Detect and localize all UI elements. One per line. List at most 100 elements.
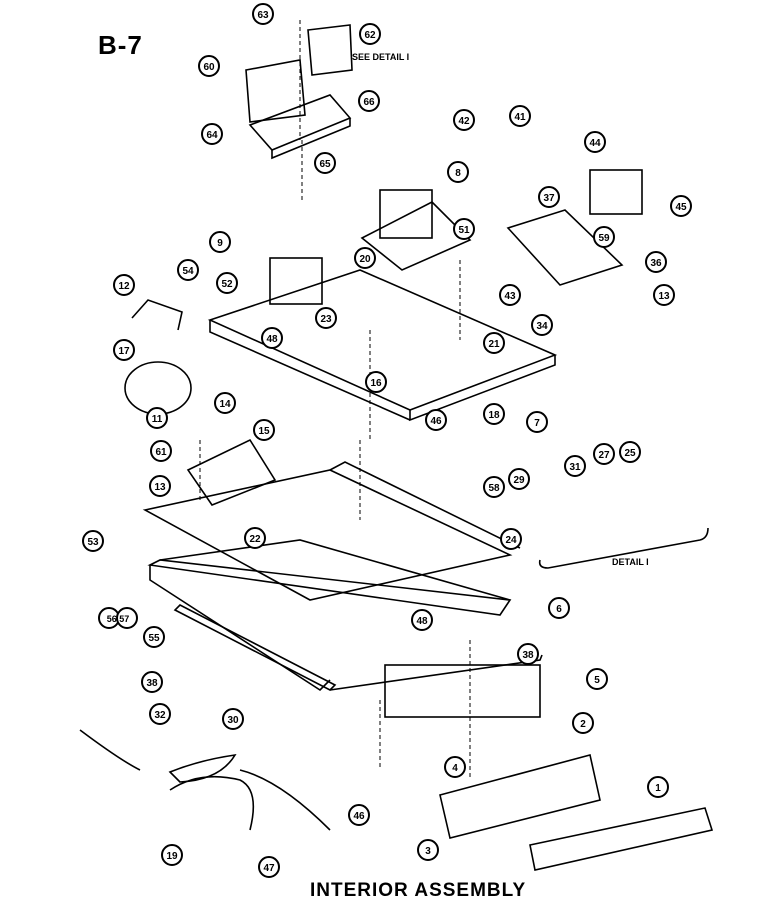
callout-circle bbox=[161, 844, 183, 866]
callout-c18: 18 bbox=[483, 403, 505, 425]
callout-number: 31 bbox=[569, 462, 581, 473]
callout-circle bbox=[572, 712, 594, 734]
callout-c20: 20 bbox=[354, 247, 376, 269]
callout-circle bbox=[508, 468, 530, 490]
callout-number: 25 bbox=[624, 448, 636, 459]
callout-c48a: 48 bbox=[261, 327, 283, 349]
callout-circle bbox=[538, 186, 560, 208]
callout-circle bbox=[258, 856, 280, 878]
callout-c6: 6 bbox=[548, 597, 570, 619]
callout-number: 44 bbox=[589, 138, 601, 149]
page-code: B-7 bbox=[98, 30, 143, 60]
callout-circle bbox=[149, 475, 171, 497]
callout-number: 14 bbox=[219, 399, 231, 410]
callout-c1: 1 bbox=[647, 776, 669, 798]
callout-c55: 55 bbox=[143, 626, 165, 648]
callout-c27: 27 bbox=[593, 443, 615, 465]
callout-c37: 37 bbox=[538, 186, 560, 208]
callout-c54: 54 bbox=[177, 259, 199, 281]
callout-circle bbox=[201, 123, 223, 145]
callout-c7: 7 bbox=[526, 411, 548, 433]
callout-c46b: 46 bbox=[348, 804, 370, 826]
callout-number: 6 bbox=[556, 604, 562, 615]
callout-circle bbox=[359, 23, 381, 45]
callout-circle bbox=[216, 272, 238, 294]
callout-circle bbox=[509, 105, 531, 127]
callout-circle bbox=[586, 668, 608, 690]
callout-circle bbox=[483, 332, 505, 354]
callout-circle bbox=[548, 597, 570, 619]
callout-c60: 60 bbox=[198, 55, 220, 77]
callout-c62: 62 bbox=[359, 23, 381, 45]
callout-c43: 43 bbox=[499, 284, 521, 306]
callout-c38b: 38 bbox=[141, 671, 163, 693]
callout-number: 8 bbox=[455, 168, 461, 179]
callout-number: 46 bbox=[353, 811, 365, 822]
callout-circle bbox=[150, 440, 172, 462]
callout-c31: 31 bbox=[564, 455, 586, 477]
callout-number: 13 bbox=[154, 482, 166, 493]
callout-circle bbox=[149, 703, 171, 725]
callout-circle bbox=[113, 274, 135, 296]
callout-c19: 19 bbox=[161, 844, 183, 866]
callout-c8a: 8 bbox=[447, 161, 469, 183]
callout-c48b: 48 bbox=[411, 609, 433, 631]
callout-c25: 25 bbox=[619, 441, 641, 463]
callout-circle bbox=[593, 226, 615, 248]
callout-number: 59 bbox=[598, 233, 610, 244]
callout-circle bbox=[354, 247, 376, 269]
callout-circle bbox=[564, 455, 586, 477]
callout-c53: 53 bbox=[82, 530, 104, 552]
callout-circle bbox=[116, 607, 138, 629]
callout-number: 2 bbox=[580, 719, 586, 730]
callout-c2: 2 bbox=[572, 712, 594, 734]
callout-c5: 5 bbox=[586, 668, 608, 690]
callout-c52: 52 bbox=[216, 272, 238, 294]
callout-number: 11 bbox=[152, 414, 163, 425]
callout-c4: 4 bbox=[444, 756, 466, 778]
callout-number: 66 bbox=[363, 97, 375, 108]
callout-c24: 24 bbox=[500, 528, 522, 550]
callout-circle bbox=[253, 419, 275, 441]
see-detail-note: SEE DETAIL I bbox=[352, 52, 410, 62]
callout-number: 36 bbox=[650, 258, 662, 269]
callout-c58: 58 bbox=[483, 476, 505, 498]
callout-circle bbox=[645, 251, 667, 273]
callout-number: 38 bbox=[146, 678, 158, 689]
callout-number: 16 bbox=[370, 378, 382, 389]
callout-c42: 42 bbox=[453, 109, 475, 131]
callout-number: 12 bbox=[118, 281, 130, 292]
callout-circle bbox=[483, 476, 505, 498]
callout-c30: 30 bbox=[222, 708, 244, 730]
callout-circle bbox=[411, 609, 433, 631]
callout-number: 5 bbox=[594, 675, 600, 686]
callout-c47: 47 bbox=[258, 856, 280, 878]
callout-circle bbox=[425, 409, 447, 431]
callout-number: 41 bbox=[514, 112, 526, 123]
callout-circle bbox=[315, 307, 337, 329]
callout-c32: 32 bbox=[149, 703, 171, 725]
callout-number: 62 bbox=[364, 30, 376, 41]
callout-number: 60 bbox=[203, 62, 215, 73]
callout-c64: 64 bbox=[201, 123, 223, 145]
callout-c41: 41 bbox=[509, 105, 531, 127]
callout-number: 24 bbox=[505, 535, 517, 546]
callout-number: 17 bbox=[118, 346, 130, 357]
callout-c21: 21 bbox=[483, 332, 505, 354]
callout-circle bbox=[500, 528, 522, 550]
callout-number: 4 bbox=[452, 763, 458, 774]
callout-circle bbox=[209, 231, 231, 253]
callout-c17: 17 bbox=[113, 339, 135, 361]
callout-circle bbox=[531, 314, 553, 336]
callout-c13b: 13 bbox=[149, 475, 171, 497]
callout-circle bbox=[252, 3, 274, 25]
callout-circle bbox=[593, 443, 615, 465]
callout-number: 43 bbox=[504, 291, 516, 302]
callout-number: 18 bbox=[488, 410, 500, 421]
callout-number: 3 bbox=[425, 846, 431, 857]
callout-number: 23 bbox=[320, 314, 332, 325]
callout-circle bbox=[177, 259, 199, 281]
callout-circle bbox=[453, 218, 475, 240]
callout-number: 61 bbox=[155, 447, 167, 458]
